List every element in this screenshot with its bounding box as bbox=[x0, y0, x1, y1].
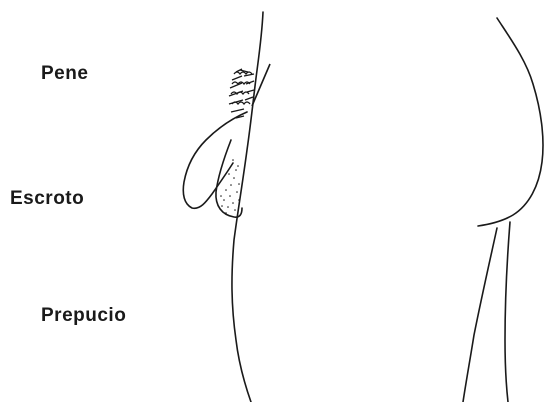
front-body-outline bbox=[232, 12, 263, 402]
label-prepucio: Prepucio bbox=[41, 305, 126, 327]
label-escroto: Escroto bbox=[10, 188, 84, 210]
label-pene: Pene bbox=[41, 63, 88, 85]
scrotum-outline bbox=[216, 140, 242, 217]
back-outline bbox=[478, 18, 543, 226]
pubic-hair bbox=[229, 64, 270, 118]
rear-leg-line-inner bbox=[505, 222, 510, 402]
rear-leg-line-outer bbox=[463, 228, 497, 402]
